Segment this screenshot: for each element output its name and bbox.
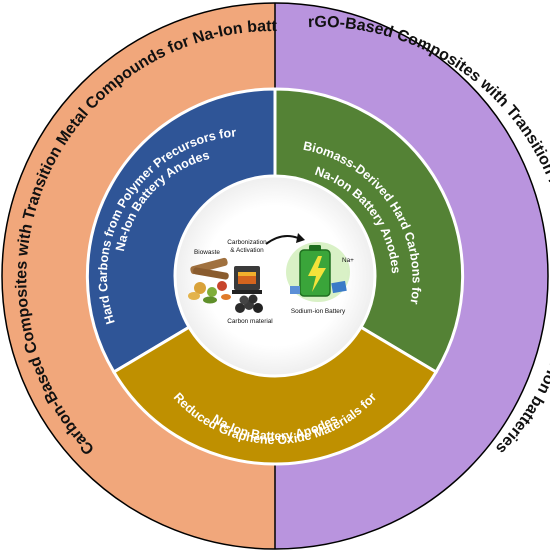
center-circle <box>173 174 377 378</box>
biowaste-label: Biowaste <box>194 249 220 256</box>
center-illustration: Biowaste Carbonization & Activation Carb… <box>188 233 354 325</box>
process-arrow-icon <box>265 235 299 245</box>
carbon-material-label: Carbon material <box>227 318 272 325</box>
process-arrowhead-icon <box>296 233 305 243</box>
na-ion-label: Na+ <box>342 257 354 264</box>
carbon-material-icon <box>235 294 263 313</box>
battery-label: Sodium-ion Battery <box>291 308 346 315</box>
sodium-battery-icon <box>286 242 350 302</box>
carbonization-label-1: Carbonization <box>227 239 267 246</box>
biowaste-icon <box>188 257 231 304</box>
furnace-icon <box>232 266 262 294</box>
carbonization-label-2: & Activation <box>230 247 264 254</box>
